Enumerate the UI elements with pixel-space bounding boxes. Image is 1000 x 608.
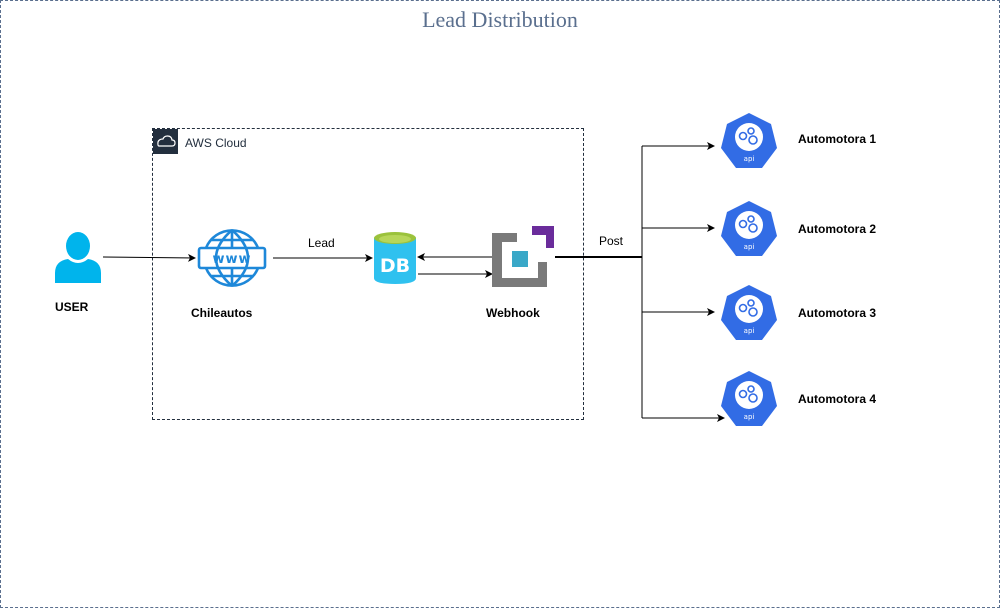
webhook-label: Webhook	[486, 306, 540, 320]
user-node[interactable]	[53, 231, 103, 283]
api-icon: api	[721, 201, 777, 256]
automotora-1-label: Automotora 1	[798, 132, 876, 146]
svg-text:api: api	[744, 327, 755, 335]
edge-label-lead: Lead	[308, 236, 335, 250]
edge-user-chileautos[interactable]	[102, 253, 196, 262]
automotora-1-node[interactable]: api	[720, 112, 778, 170]
svg-text:api: api	[744, 413, 755, 421]
edge-label-post: Post	[599, 234, 624, 248]
automotora-4-label: Automotora 4	[798, 392, 876, 406]
user-label: USER	[55, 300, 89, 314]
chileautos-node[interactable]: www	[196, 226, 268, 290]
webhook-icon	[492, 226, 554, 287]
webhook-node[interactable]	[492, 226, 555, 287]
aws-cloud-label: AWS Cloud	[185, 136, 247, 150]
user-icon	[55, 232, 101, 283]
automotora-2-label: Automotora 2	[798, 222, 876, 236]
svg-text:www: www	[212, 252, 251, 267]
automotora-3-label: Automotora 3	[798, 306, 876, 320]
svg-text:api: api	[744, 155, 755, 163]
www-globe-icon: www	[197, 229, 267, 287]
api-icon: api	[721, 371, 777, 426]
diagram-title: Lead Distribution	[422, 7, 578, 32]
api-icon: api	[721, 113, 777, 168]
svg-text:DB: DB	[380, 255, 410, 277]
automotora-4-node[interactable]: api	[720, 370, 778, 428]
chileautos-label: Chileautos	[191, 306, 253, 320]
db-node[interactable]: DB	[373, 231, 417, 285]
automotora-3-node[interactable]: api	[720, 284, 778, 342]
aws-cloud-icon	[153, 129, 178, 154]
svg-text:api: api	[744, 243, 755, 251]
api-icon: api	[721, 285, 777, 340]
database-icon: DB	[374, 232, 416, 284]
automotora-2-node[interactable]: api	[720, 200, 778, 258]
aws-cloud-group[interactable]: AWS Cloud	[152, 128, 584, 420]
